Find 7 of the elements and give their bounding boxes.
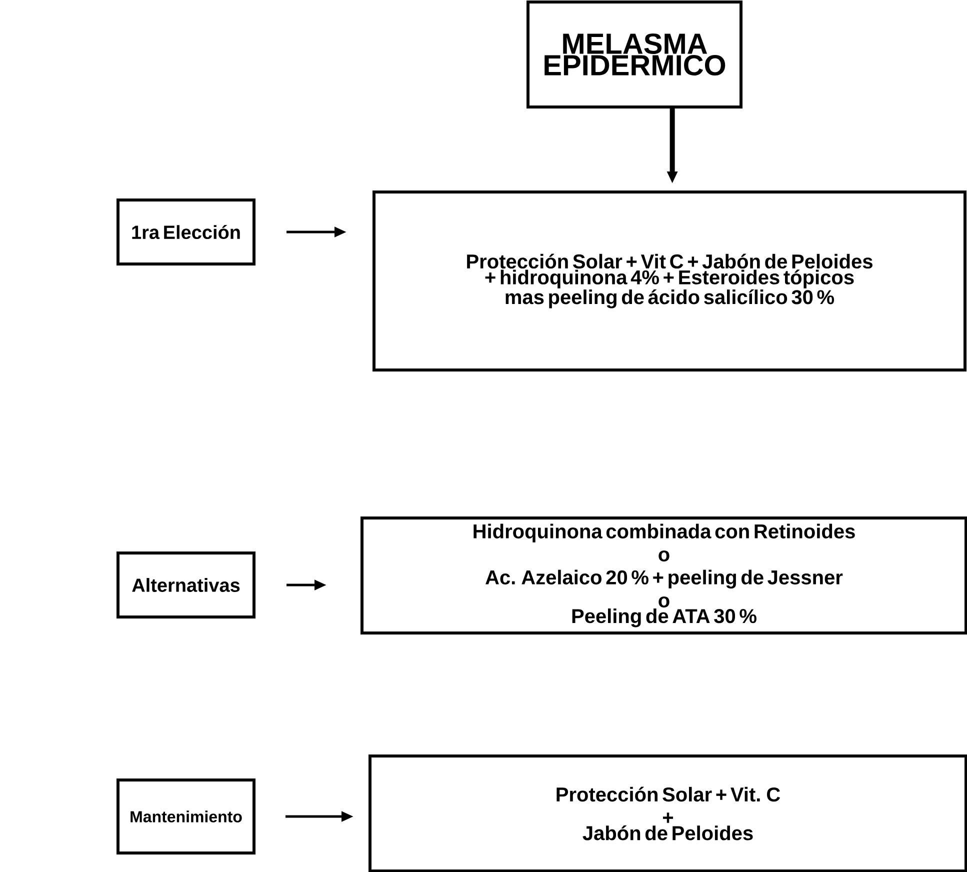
category-box: Alternativas [116,552,256,618]
treatment-box: Hidroquinona combinada con Retinoides o Ac. Azelaico 20 % + peeling de Jessner o Peeling de ATA 30 % [360,516,967,634]
category-box: 1ra Elección [116,198,256,266]
treatment-box: Protección Solar + Vit C + Jabón de Peloides + hidroquinona 4% + Esteroides tópicos mas peeling de ácido salicílico 30 % [372,190,966,372]
title-box: MELASMA EPIDERMICO [526,0,742,108]
category-box: Mantenimiento [116,778,256,854]
treatment-box: Protección Solar + Vit. C + Jabón de Peloides [368,754,967,872]
